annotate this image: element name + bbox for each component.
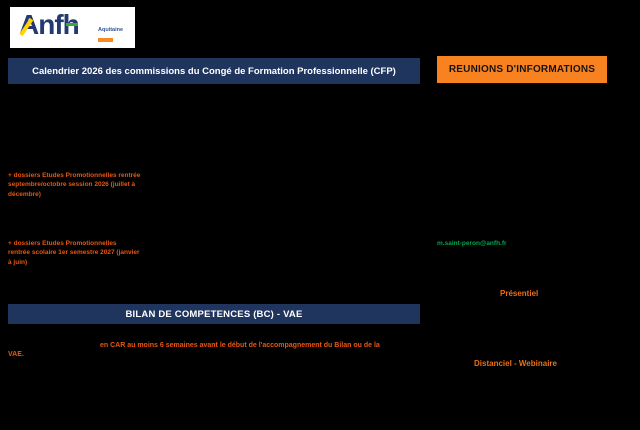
cfp-calendar-banner-label: Calendrier 2026 des commissions du Congé… (32, 65, 396, 77)
ep-note-january-line-2: rentrée scolaire 1er semestre 2027 (janv… (8, 249, 140, 257)
presentiel-label: Présentiel (500, 289, 539, 298)
ep-note-january-line-1: + dossiers Etudes Promotionnelles (8, 240, 117, 247)
ep-note-september-line-2: septembre/octobre session 2026 (juillet … (8, 181, 136, 189)
ep-note-september-line-3: décembre) (8, 190, 41, 198)
bc-vae-banner-label: BILAN DE COMPETENCES (BC) - VAE (125, 308, 303, 320)
reunions-informations-banner: REUNIONS D'INFORMATIONS (437, 56, 607, 83)
reunions-informations-banner-label: REUNIONS D'INFORMATIONS (448, 64, 596, 75)
logo-green-stroke-icon (66, 23, 78, 26)
ep-note-january: + dossiers Etudes Promotionnelles rentré… (8, 239, 178, 267)
bc-vae-banner: BILAN DE COMPETENCES (BC) - VAE (8, 304, 420, 324)
anfh-logo: Anfh Aquitaine (10, 7, 135, 48)
bc-deadline-note-line-2: VAE. (8, 351, 24, 358)
ep-note-september-line-1: + dossiers Etudes Promotionnelles rentré… (8, 172, 141, 179)
ep-note-january-line-3: à juin) (8, 258, 28, 266)
contact-email-link[interactable]: m.saint-peron@anfh.fr (437, 240, 507, 247)
bc-deadline-note-line-1: en CAR au moins 6 semaines avant le débu… (100, 342, 380, 349)
ep-note-september: + dossiers Etudes Promotionnelles rentré… (8, 171, 178, 199)
distanciel-label: Distanciel - Webinaire (474, 359, 557, 368)
logo-region-text: Aquitaine (98, 27, 124, 33)
logo-underscore-icon (98, 38, 113, 42)
cfp-calendar-banner: Calendrier 2026 des commissions du Congé… (8, 58, 420, 84)
